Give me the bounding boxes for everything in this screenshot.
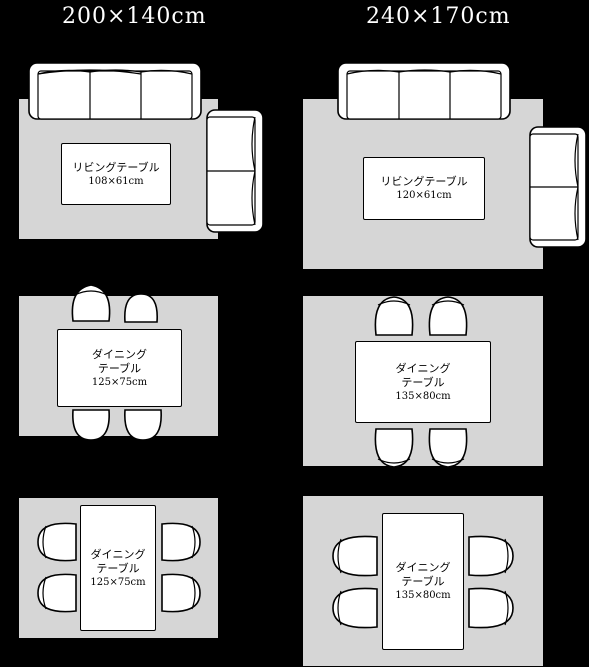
table-size: 135×80cm	[395, 390, 451, 402]
dining-chair	[332, 587, 378, 629]
dining-chair	[374, 428, 414, 468]
living-table-small: リビングテーブル 108×61cm	[61, 143, 171, 205]
living-table-large: リビングテーブル 120×61cm	[363, 157, 485, 220]
table-size: 135×80cm	[395, 590, 451, 601]
table-size: 108×61cm	[88, 175, 144, 187]
table-size: 125×75cm	[90, 576, 146, 588]
dining-chair	[468, 587, 514, 629]
table-size: 125×75cm	[91, 376, 148, 388]
dining-table-small-a: ダイニング テーブル 125×75cm	[57, 329, 182, 407]
table-name: ダイニング テーブル	[395, 361, 451, 389]
dining-chair	[161, 522, 201, 562]
dining-chair	[468, 535, 514, 577]
sofa-3-seat-small	[28, 62, 202, 120]
sofa-3-seat-large	[337, 62, 511, 120]
dining-chair	[37, 573, 77, 613]
table-name: ダイニング テーブル	[90, 547, 146, 575]
dining-chair	[332, 535, 378, 577]
rug-size-header-240x170: 240×170cm	[366, 4, 511, 29]
dining-chair	[428, 296, 468, 336]
dining-table-small-b: ダイニング テーブル 125×75cm	[80, 505, 156, 631]
dining-chair	[71, 284, 111, 322]
dining-chair	[374, 296, 414, 336]
dining-chair	[72, 409, 110, 441]
table-name: ダイニング テーブル	[92, 347, 147, 375]
dining-table-large-b: ダイニング テーブル 135×80cm	[382, 513, 464, 650]
dining-chair	[37, 522, 77, 562]
table-name: リビングテーブル	[380, 175, 468, 188]
dining-chair	[428, 428, 468, 468]
rug-size-header-200x140: 200×140cm	[62, 4, 207, 29]
dining-table-large-a: ダイニング テーブル 135×80cm	[355, 341, 491, 423]
sofa-2-seat-large	[529, 126, 587, 248]
table-name: ダイニング テーブル	[395, 561, 451, 588]
sofa-2-seat-small	[206, 109, 264, 233]
dining-chair	[124, 409, 162, 441]
dining-chair	[124, 293, 158, 323]
dining-chair	[161, 573, 201, 613]
table-size: 120×61cm	[396, 190, 452, 201]
table-name: リビングテーブル	[72, 160, 160, 174]
